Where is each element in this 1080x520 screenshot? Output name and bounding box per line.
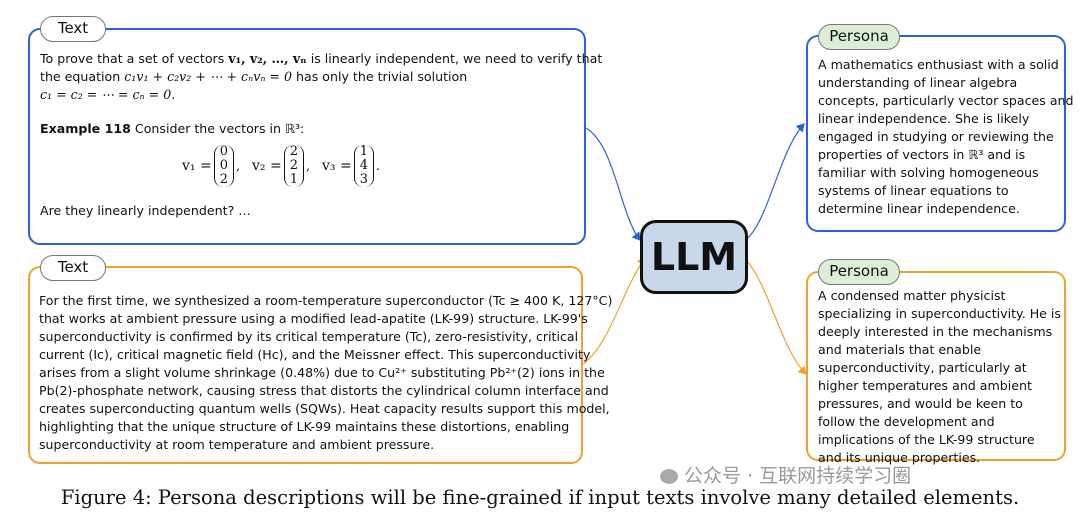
figure-caption: Figure 4: Persona descriptions will be f… — [60, 486, 1020, 509]
physics-line: Pb(2)-phosphate network, causing stress … — [39, 383, 609, 398]
math-intro-a: To prove that a set of vectors — [40, 51, 229, 66]
example-label: Example 118 — [40, 121, 131, 136]
llm-node: LLM — [640, 220, 748, 294]
persona-panel-physics: A condensed matter physicist specializin… — [806, 271, 1066, 465]
persona-1-body: A mathematics enthusiast with a solid un… — [818, 56, 1074, 218]
wechat-icon — [660, 469, 678, 484]
persona-1-line: familiar with solving homogeneous — [818, 165, 1039, 180]
persona-tag-2: Persona — [818, 259, 900, 285]
physics-text-body: For the first time, we synthesized a roo… — [39, 292, 613, 454]
persona-1-line: systems of linear equations to — [818, 183, 1009, 198]
persona-1-line: engaged in studying or reviewing the — [818, 129, 1054, 144]
physics-line: current (Ic), critical magnetic field (H… — [39, 347, 591, 362]
text-tag-2: Text — [40, 255, 106, 281]
input-text-panel-math: To prove that a set of vectors v₁, v₂, …… — [28, 28, 602, 245]
persona-1-line: A mathematics enthusiast with a solid — [818, 57, 1059, 72]
persona-2-line: specializing in superconductivity. He is — [818, 306, 1061, 321]
math-line2-a: the equation — [40, 69, 125, 84]
arrow-llm-to-persona2 — [747, 261, 807, 375]
arrow-llm-to-persona1 — [747, 123, 805, 239]
vector-3-name: v₃ = — [322, 158, 352, 174]
persona-tag-1: Persona — [818, 24, 900, 50]
persona-2-line: pressures, and would be keen to — [818, 396, 1023, 411]
vector-1-name: v₁ = — [182, 158, 212, 174]
persona-2-line: superconductivity, particularly at — [818, 360, 1027, 375]
persona-2-line: follow the development and — [818, 414, 995, 429]
persona-1-line: understanding of linear algebra — [818, 75, 1018, 90]
persona-2-body: A condensed matter physicist specializin… — [818, 287, 1063, 467]
persona-2-line: higher temperatures and ambient — [818, 378, 1032, 393]
physics-line: arises from a slight volume shrinkage (0… — [39, 365, 605, 380]
watermark: 公众号 · 互联网持续学习圈 — [660, 461, 911, 488]
arrow-text2-to-llm — [582, 257, 646, 365]
physics-line: highlighting that the unique structure o… — [39, 419, 570, 434]
arrow-text1-to-llm — [585, 127, 641, 241]
vector-2-name: v₂ = — [252, 158, 282, 174]
physics-line: superconductivity at room temperature an… — [39, 437, 435, 452]
persona-panel-math: A mathematics enthusiast with a solid un… — [806, 35, 1074, 232]
physics-line: For the first time, we synthesized a roo… — [39, 293, 613, 308]
physics-line: superconductivity is confirmed by its cr… — [39, 329, 579, 344]
math-intro-b: is linearly independent, we need to veri… — [306, 51, 603, 66]
example-text: Consider the vectors in ℝ³: — [130, 121, 305, 136]
physics-line: that works at ambient pressure using a m… — [39, 311, 588, 326]
persona-2-line: implications of the LK-99 structure — [818, 432, 1035, 447]
persona-2-line: A condensed matter physicist — [818, 288, 1006, 303]
persona-2-line: and its unique properties. — [818, 450, 981, 465]
math-line2-b: has only the trivial solution — [292, 69, 468, 84]
math-text-body: To prove that a set of vectors v₁, v₂, …… — [40, 50, 602, 220]
math-question: Are they linearly independent? … — [40, 203, 251, 218]
persona-1-line: determine linear independence. — [818, 201, 1020, 216]
physics-line: creates superconducting quantum wells (S… — [39, 401, 610, 416]
math-intro-vectors: v₁, v₂, …, vₙ — [228, 51, 307, 66]
persona-1-line: linear independence. She is likely — [818, 111, 1030, 126]
math-trivial-solution: c₁ = c₂ = ⋯ = cₙ = 0. — [40, 87, 176, 102]
persona-1-line: concepts, particularly vector spaces and — [818, 93, 1074, 108]
persona-2-line: deeply interested in the mechanisms — [818, 324, 1053, 339]
persona-2-line: and materials that enable — [818, 342, 982, 357]
text-tag-1: Text — [40, 16, 106, 42]
input-text-panel-physics: For the first time, we synthesized a roo… — [28, 266, 613, 464]
persona-1-line: properties of vectors in ℝ³ and is — [818, 147, 1026, 162]
math-equation: c₁v₁ + c₂v₂ + ⋯ + cₙvₙ = 0 — [124, 69, 292, 84]
